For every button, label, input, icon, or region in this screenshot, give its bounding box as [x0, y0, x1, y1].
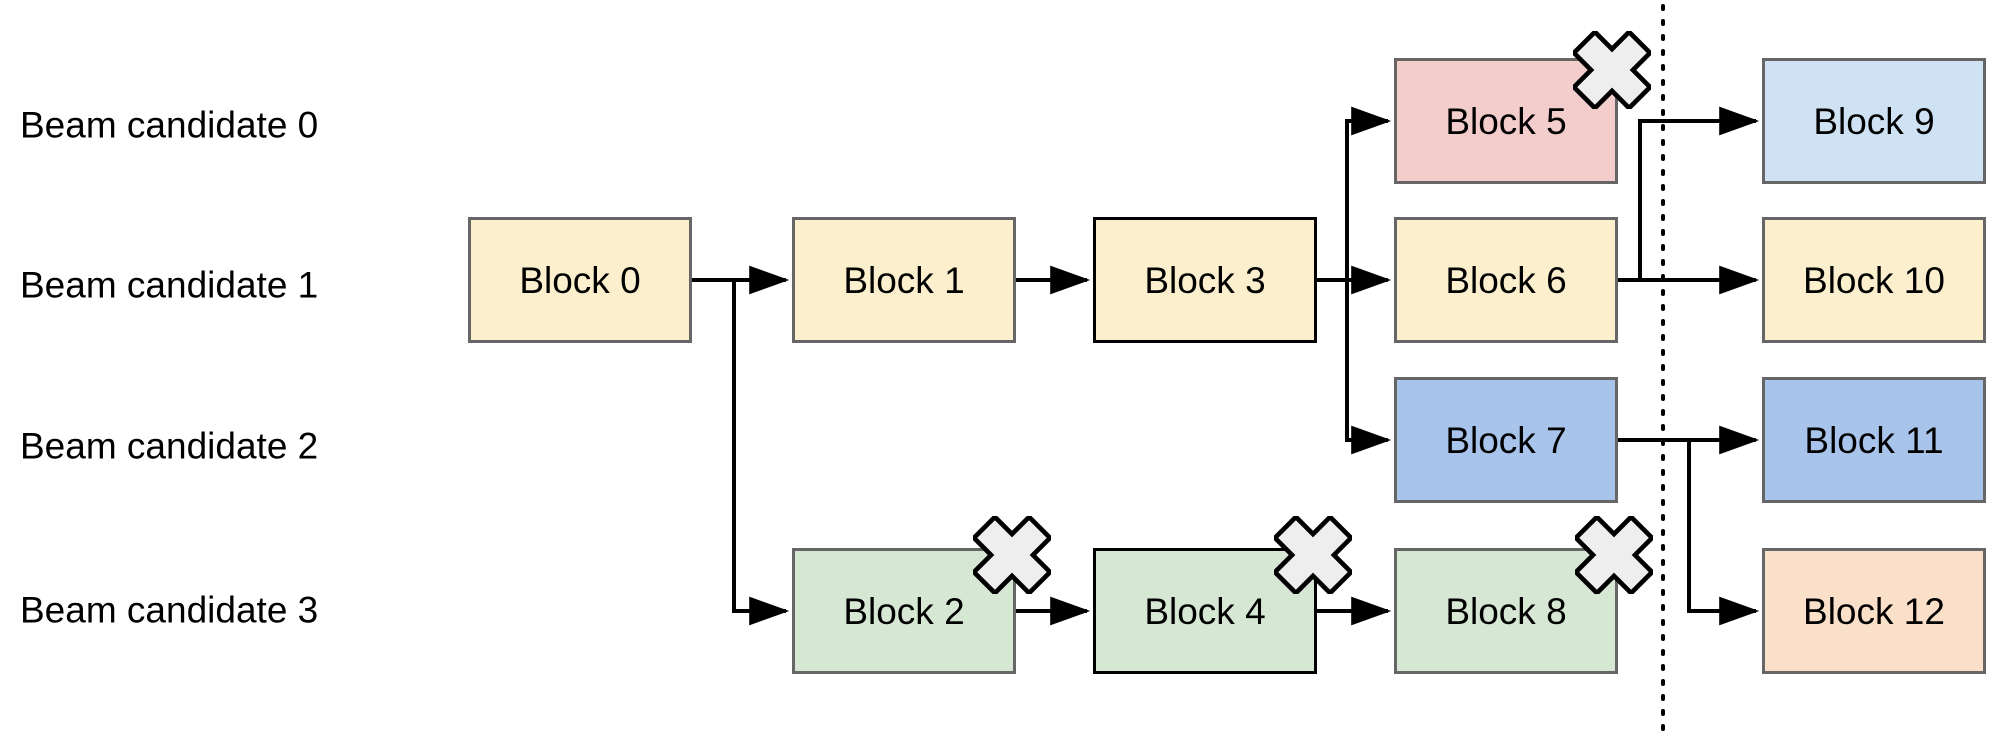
edge-group — [692, 106, 1760, 626]
node-label: Block 3 — [1144, 259, 1266, 301]
row-label-row0: Beam candidate 0 — [20, 104, 319, 146]
node-label: Block 8 — [1445, 590, 1567, 632]
node-b10[interactable]: Block 10 — [1762, 217, 1986, 343]
node-label: Block 10 — [1803, 259, 1945, 301]
edge-e-b0-b2 — [692, 278, 790, 626]
node-label: Block 9 — [1813, 100, 1935, 142]
node-b4[interactable]: Block 4 — [1093, 548, 1317, 674]
node-label: Block 7 — [1445, 419, 1567, 461]
node-label: Block 12 — [1803, 590, 1945, 632]
row-label-row2: Beam candidate 2 — [20, 425, 319, 467]
node-b11[interactable]: Block 11 — [1762, 377, 1986, 503]
node-b7[interactable]: Block 7 — [1394, 377, 1618, 503]
node-label: Block 6 — [1445, 259, 1567, 301]
node-b0[interactable]: Block 0 — [468, 217, 692, 343]
node-b1[interactable]: Block 1 — [792, 217, 1016, 343]
node-label: Block 0 — [519, 259, 641, 301]
node-label: Block 2 — [843, 590, 965, 632]
edge-e-b3-b5 — [1317, 106, 1392, 282]
node-b9[interactable]: Block 9 — [1762, 58, 1986, 184]
edge-e-b7-b12 — [1618, 438, 1760, 626]
node-b2[interactable]: Block 2 — [792, 548, 1016, 674]
row-label-row3: Beam candidate 3 — [20, 589, 319, 631]
node-label: Block 5 — [1445, 100, 1567, 142]
node-label: Block 4 — [1144, 590, 1266, 632]
node-b6[interactable]: Block 6 — [1394, 217, 1618, 343]
row-label-row1: Beam candidate 1 — [20, 264, 319, 306]
node-b3[interactable]: Block 3 — [1093, 217, 1317, 343]
node-b8[interactable]: Block 8 — [1394, 548, 1618, 674]
node-b5[interactable]: Block 5 — [1394, 58, 1618, 184]
edge-e-b6-b9 — [1618, 106, 1760, 282]
edge-e-b3-b7 — [1317, 278, 1392, 455]
node-label: Block 1 — [843, 259, 965, 301]
node-label: Block 11 — [1804, 419, 1944, 461]
node-b12[interactable]: Block 12 — [1762, 548, 1986, 674]
